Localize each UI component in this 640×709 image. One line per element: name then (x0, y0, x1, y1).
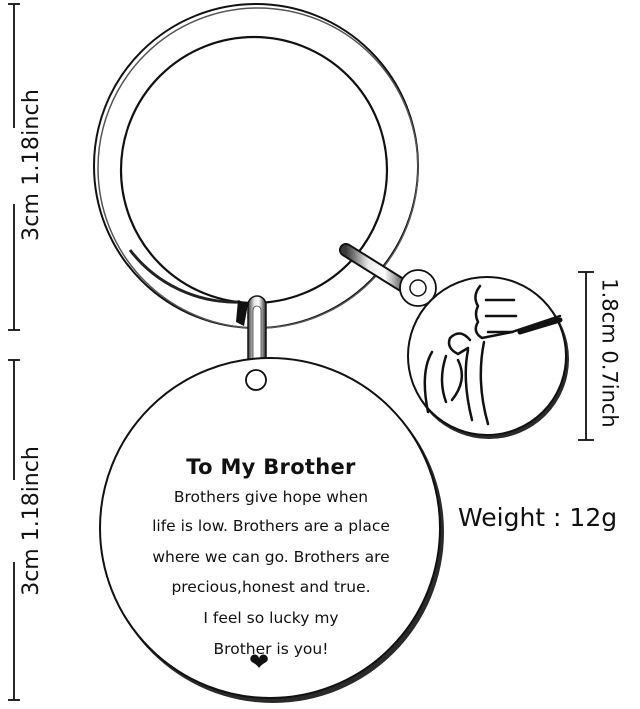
tag-line-6: Brother is you! (213, 640, 329, 658)
tag-line-2: life is low. Brothers are a place (152, 517, 390, 535)
tag-line-5: I feel so lucky my (203, 609, 339, 627)
dimension-bar-ring (8, 3, 20, 331)
tag-disc (99, 357, 444, 703)
tag-line-3: where we can go. Brothers are (152, 548, 390, 566)
tag-line-1: Brothers give hope when (173, 488, 369, 506)
charm-size-label: 1.8cm 0.7inch (597, 278, 622, 428)
dimension-bar-tag (8, 359, 20, 701)
ring-size-label: 3cm 1.18inch (19, 89, 44, 241)
split-key-ring (93, 3, 419, 329)
weight-label: Weight : 12g (458, 503, 618, 532)
heart-icon: ❤ (248, 648, 270, 676)
jump-ring-charm (339, 243, 417, 297)
pinky-promise-charm (399, 269, 569, 439)
tag-title: To My Brother (186, 455, 356, 479)
tag-line-4: precious,honest and true. (171, 578, 371, 596)
dimension-bar-charm (578, 271, 594, 441)
pinky-promise-hands-icon (423, 284, 563, 426)
tag-size-label: 3cm 1.18inch (19, 446, 44, 596)
